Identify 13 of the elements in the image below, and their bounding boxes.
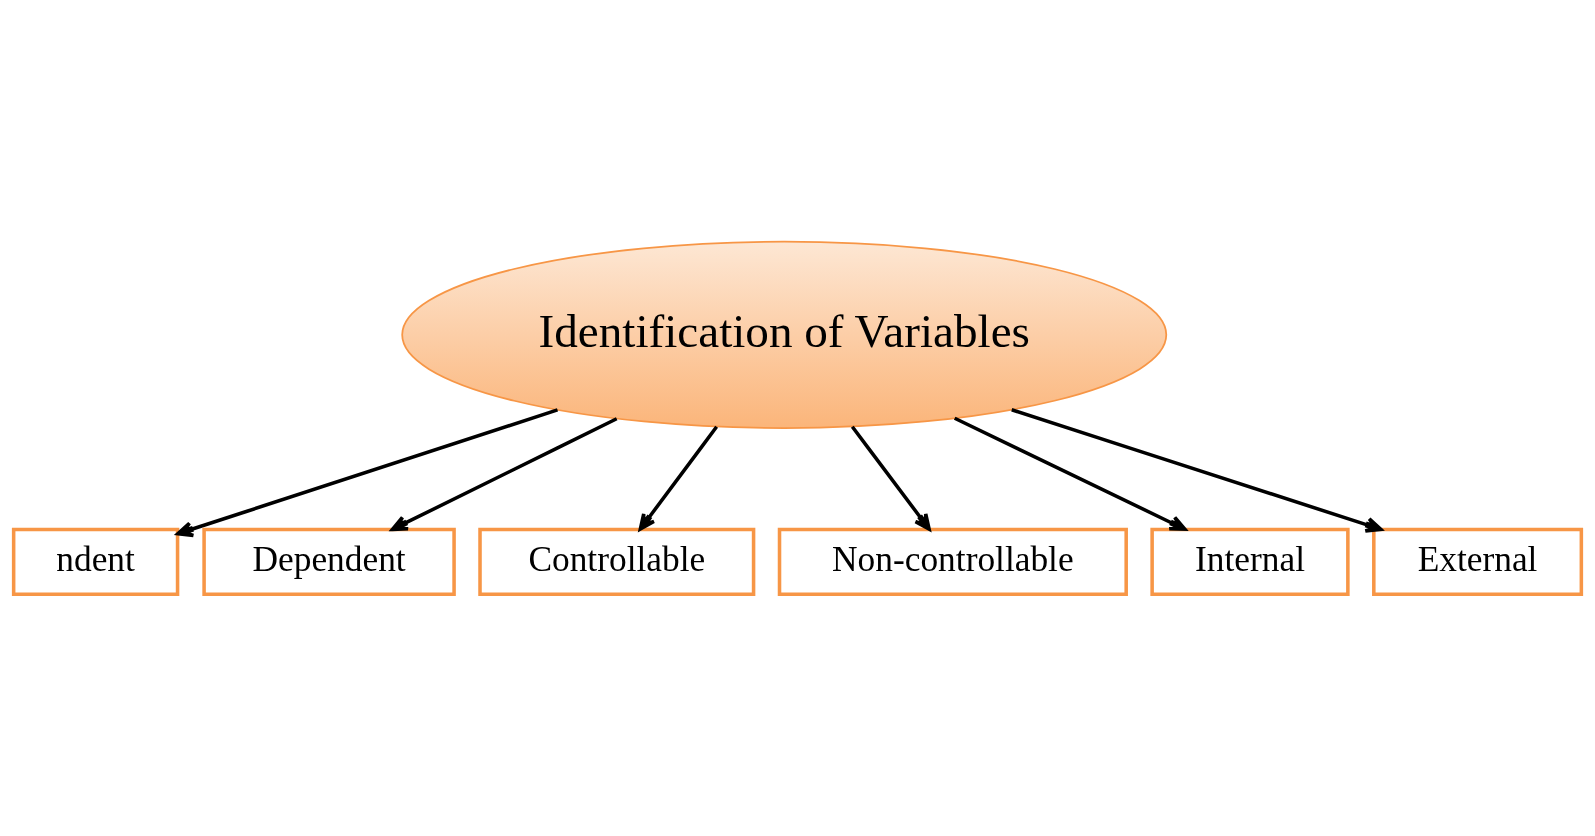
arrow — [850, 425, 931, 531]
arrow — [390, 417, 618, 532]
node-box: Controllable — [478, 527, 756, 597]
arrow — [1011, 408, 1383, 533]
node-box: Dependent — [202, 527, 456, 597]
node-ellipse: Identification of Variables — [401, 240, 1168, 429]
node-box: ndent — [11, 527, 180, 597]
arrow — [953, 416, 1187, 531]
node-box: External — [1372, 527, 1584, 597]
node-box: Non-controllable — [777, 527, 1128, 597]
arrow — [638, 425, 719, 531]
arrow — [176, 408, 559, 538]
node-box: Internal — [1150, 527, 1350, 597]
